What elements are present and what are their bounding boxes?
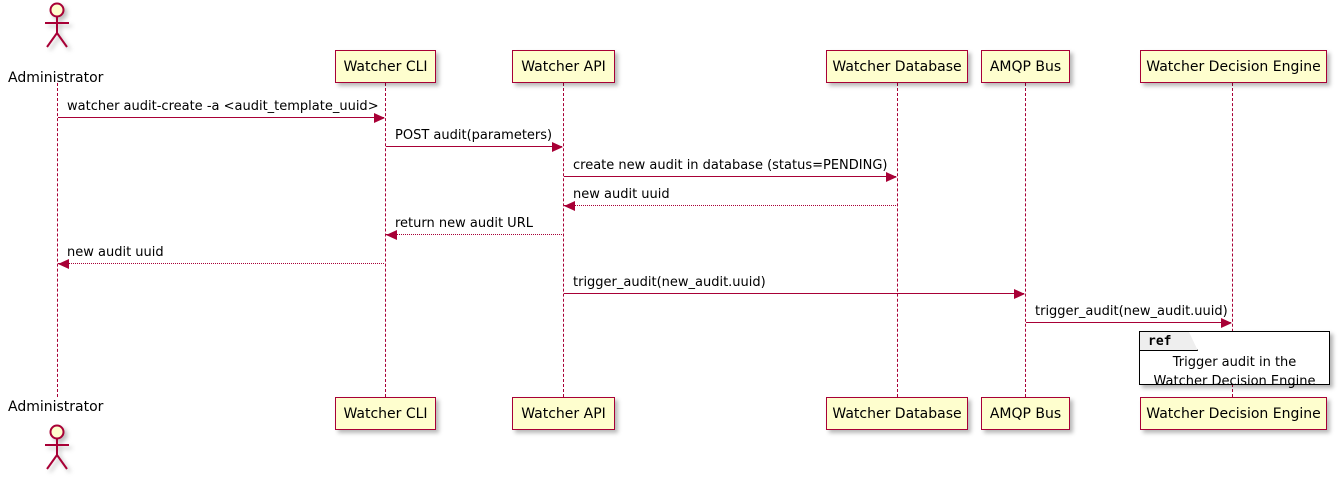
- ref-fragment-line: Watcher Decision Engine: [1153, 373, 1316, 389]
- participant-watcher-api-bottom[interactable]: Watcher API: [512, 397, 615, 430]
- participant-label: Watcher API: [521, 58, 606, 75]
- message-line-m3: [564, 176, 896, 177]
- participant-watcher-cli-bottom[interactable]: Watcher CLI: [335, 397, 436, 430]
- message-label-m7: trigger_audit(new_audit.uuid): [573, 275, 766, 290]
- participant-label: Watcher CLI: [343, 405, 428, 422]
- arrow-head-m4: [564, 201, 575, 211]
- message-line-m5: [386, 234, 562, 235]
- message-label-m4: new audit uuid: [573, 187, 670, 202]
- participant-watcher-decision-engine-top[interactable]: Watcher Decision Engine: [1140, 50, 1327, 83]
- message-line-m8: [1026, 322, 1231, 323]
- lifeline-amqp-bus: [1025, 83, 1026, 397]
- message-line-m4: [564, 205, 896, 206]
- participant-watcher-database-top[interactable]: Watcher Database: [826, 50, 968, 83]
- participant-label: Watcher API: [521, 405, 606, 422]
- message-label-m8: trigger_audit(new_audit.uuid): [1035, 304, 1228, 319]
- participant-amqp-bus-top[interactable]: AMQP Bus: [981, 50, 1070, 83]
- message-line-m1: [58, 117, 384, 118]
- lifeline-watcher-database: [897, 83, 898, 397]
- participant-watcher-api-top[interactable]: Watcher API: [512, 50, 615, 83]
- participant-label: Watcher Database: [832, 405, 962, 422]
- participant-label: AMQP Bus: [989, 58, 1062, 75]
- ref-fragment-line: Trigger audit in the: [1172, 355, 1297, 370]
- message-line-m7: [564, 293, 1024, 294]
- message-line-m2: [386, 146, 562, 147]
- lifeline-watcher-cli: [385, 83, 386, 397]
- participant-label: Watcher Decision Engine: [1146, 58, 1321, 75]
- lifeline-watcher-decision-engine: [1232, 83, 1233, 397]
- ref-fragment-tab: ref: [1140, 332, 1198, 351]
- arrow-head-m5: [386, 230, 397, 240]
- arrow-head-m2: [552, 142, 563, 152]
- lifeline-watcher-api: [563, 83, 564, 397]
- participant-watcher-decision-engine-bottom[interactable]: Watcher Decision Engine: [1140, 397, 1327, 430]
- message-label-m3: create new audit in database (status=PEN…: [573, 158, 888, 173]
- actor-label-top: Administrator: [8, 70, 104, 86]
- arrow-head-m8: [1221, 318, 1232, 328]
- actor-figure-bottom: [45, 424, 69, 470]
- arrow-head-m6: [58, 259, 69, 269]
- arrow-head-m1: [374, 113, 385, 123]
- participant-label: Watcher Decision Engine: [1146, 405, 1321, 422]
- actor-label-bottom: Administrator: [8, 399, 104, 415]
- participant-label: Watcher Database: [832, 58, 962, 75]
- participant-watcher-cli-top[interactable]: Watcher CLI: [335, 50, 436, 83]
- arrow-head-m7: [1014, 289, 1025, 299]
- participant-amqp-bus-bottom[interactable]: AMQP Bus: [981, 397, 1070, 430]
- participant-label: AMQP Bus: [989, 405, 1062, 422]
- lifeline-administrator: [57, 83, 58, 397]
- actor-figure-top: [45, 2, 69, 48]
- participant-watcher-database-bottom[interactable]: Watcher Database: [826, 397, 968, 430]
- arrow-head-m3: [886, 172, 897, 182]
- message-label-m2: POST audit(parameters): [395, 128, 553, 143]
- participant-label: Watcher CLI: [343, 58, 428, 75]
- message-label-m5: return new audit URL: [395, 216, 533, 231]
- message-line-m6: [58, 263, 384, 264]
- message-label-m6: new audit uuid: [67, 245, 164, 260]
- message-label-m1: watcher audit-create -a <audit_template_…: [67, 99, 379, 114]
